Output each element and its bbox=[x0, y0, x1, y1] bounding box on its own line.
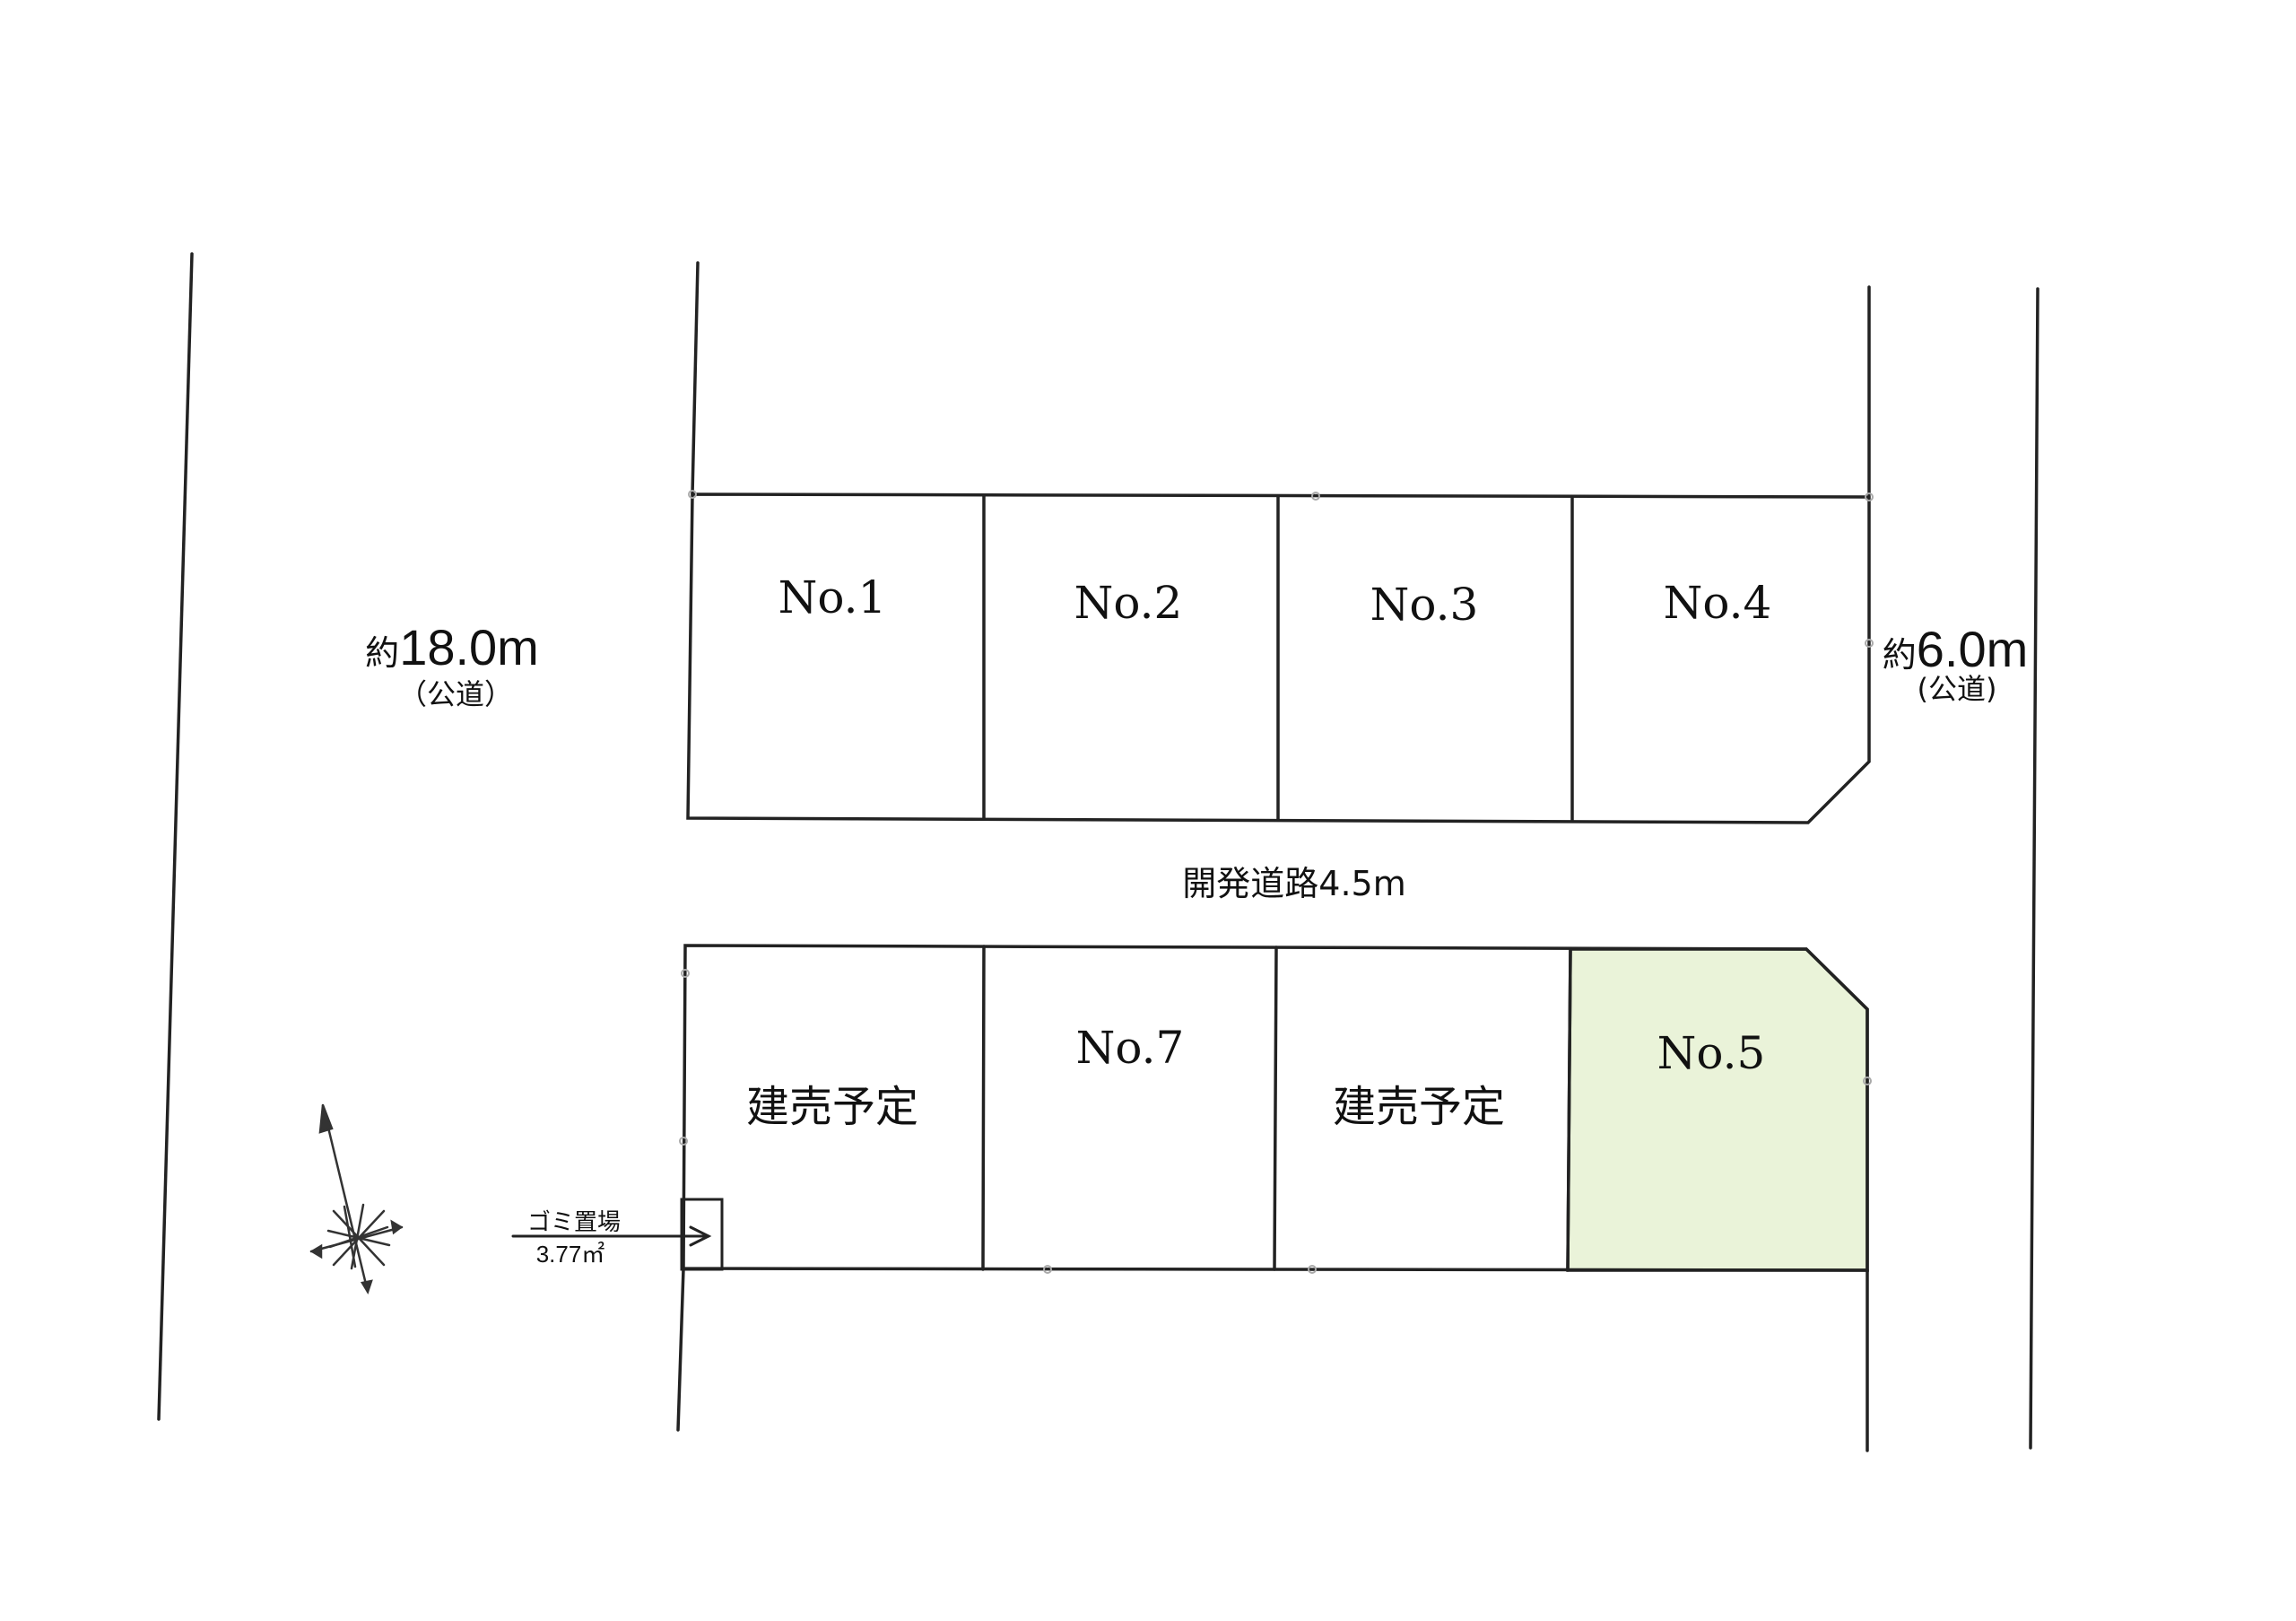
west-road-width: 18.0m bbox=[399, 619, 539, 675]
south-block-outline bbox=[682, 944, 1869, 1272]
east-road-edge-right bbox=[2029, 287, 2039, 1450]
lot-label-planned-a: 建売予定 bbox=[745, 1082, 919, 1132]
lot-no5-fill bbox=[1566, 947, 1869, 1272]
west-road-edge-left bbox=[157, 252, 194, 1421]
lower-west-edge bbox=[676, 1267, 685, 1432]
lot-label-no1: No.1 bbox=[778, 571, 887, 623]
garbage-station-box bbox=[680, 1198, 724, 1271]
lot-label-no5: No.5 bbox=[1657, 1027, 1766, 1079]
garbage-station-area: 3.77㎡ bbox=[535, 1241, 605, 1268]
north-block-outline bbox=[686, 492, 1871, 824]
west-road-width-label: 約18.0m bbox=[365, 623, 539, 673]
lot-divider-7-b bbox=[1273, 946, 1278, 1271]
lot-label-no4: No.4 bbox=[1663, 577, 1772, 629]
garbage-station-label: ゴミ置場 bbox=[526, 1209, 622, 1236]
west-road-edge-right bbox=[691, 261, 700, 496]
garbage-arrow-head bbox=[689, 1225, 712, 1247]
lot-label-no7: No.7 bbox=[1075, 1022, 1185, 1074]
west-road-type: （公道） bbox=[397, 677, 514, 711]
lot-label-planned-b: 建売予定 bbox=[1332, 1082, 1506, 1132]
lot-label-no2: No.2 bbox=[1074, 577, 1183, 629]
north-compass-icon bbox=[309, 1103, 404, 1294]
west-road-prefix: 約 bbox=[365, 633, 400, 673]
lot-divider-b-5 bbox=[1566, 947, 1572, 1272]
east-road-width: 6.0m bbox=[1916, 621, 2029, 677]
lot-divider-a-7 bbox=[981, 945, 986, 1271]
development-road-label: 開発道路4.5m bbox=[1182, 864, 1406, 903]
lot-label-no3: No.3 bbox=[1370, 579, 1479, 631]
east-road-prefix: 約 bbox=[1882, 635, 1917, 675]
east-road-type: (公道) bbox=[1917, 672, 1997, 706]
east-road-width-label: 約6.0m bbox=[1883, 624, 2029, 675]
